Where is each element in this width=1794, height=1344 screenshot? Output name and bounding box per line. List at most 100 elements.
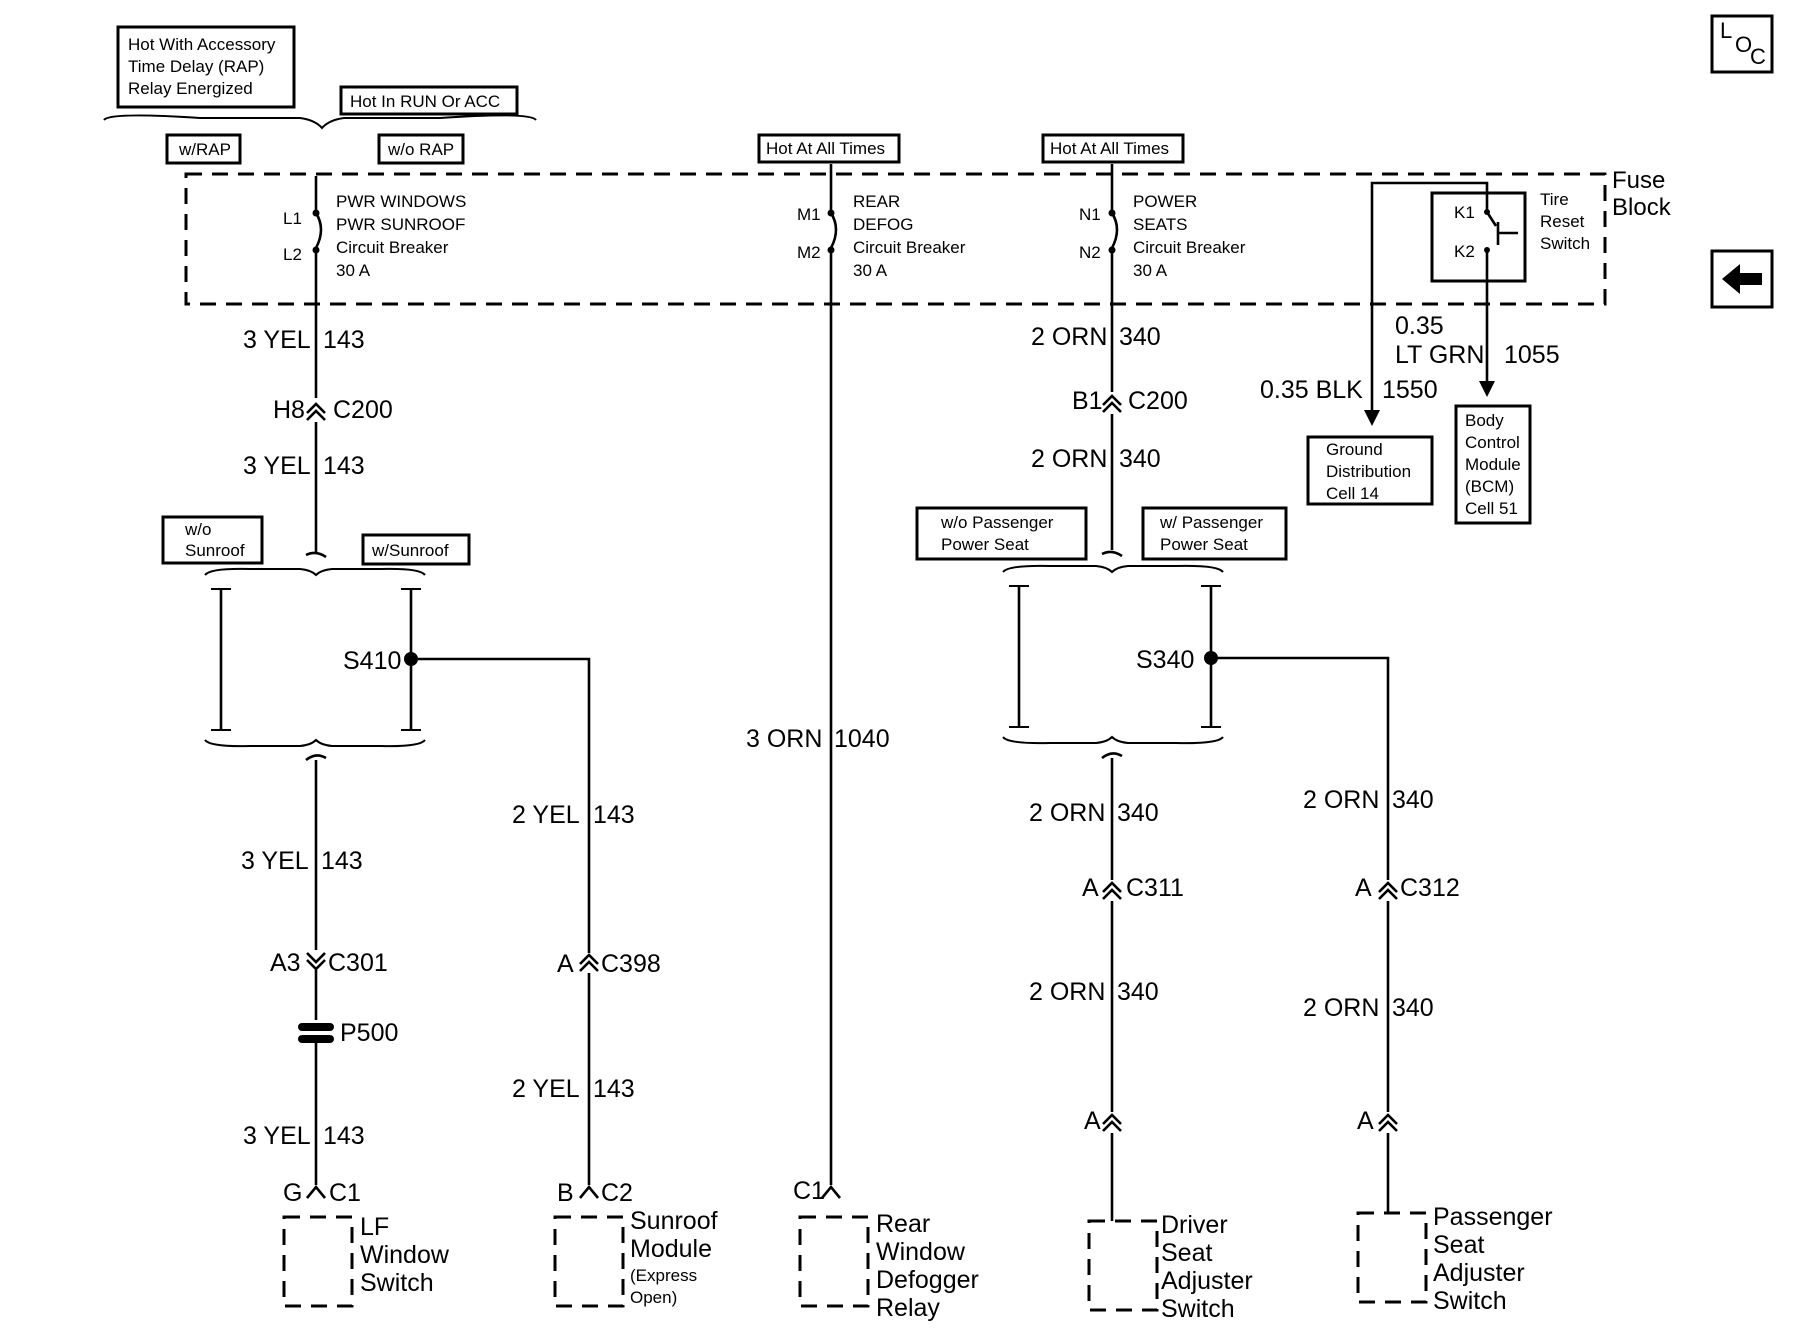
driver-line-2: Seat xyxy=(1161,1239,1212,1267)
header-brace xyxy=(103,114,537,130)
c311-name: C311 xyxy=(1126,874,1184,902)
tire-switch-k1-label: K1 xyxy=(1454,203,1475,222)
pass-wire-2-circuit: 340 xyxy=(1392,994,1434,1022)
wo-sunroof-bypass-caps xyxy=(211,588,231,731)
ground-arrow-icon xyxy=(1364,410,1380,426)
c200-right-name: C200 xyxy=(1128,387,1188,415)
driver-wire-start xyxy=(1101,752,1123,760)
passenger-seat-switch-box xyxy=(1356,1211,1428,1304)
cb3-line-4: 30 A xyxy=(1133,261,1168,280)
sunroof-line-3: (Express xyxy=(630,1266,697,1285)
c311-connector-icon xyxy=(1102,881,1122,900)
p500-connector-icon xyxy=(298,1023,334,1031)
defog-connector-icon xyxy=(820,1184,842,1199)
pass-line-4: Switch xyxy=(1433,1287,1507,1315)
cb2-line-1: REAR xyxy=(853,192,900,211)
bcm-box-line-3: Module xyxy=(1465,455,1521,474)
hot-all-times-box-1 xyxy=(757,133,901,164)
bcm-arrow-icon xyxy=(1479,381,1495,397)
wo-rap-box xyxy=(377,133,465,165)
hot-run-acc-label: Hot In RUN Or ACC xyxy=(350,92,500,111)
p500-connector-icon-lower xyxy=(298,1035,334,1043)
lf-window-line-2: Window xyxy=(360,1241,450,1269)
rap-box-line-3: Relay Energized xyxy=(128,79,253,98)
rap-box-line-2: Time Delay (RAP) xyxy=(128,57,264,76)
bcm-box xyxy=(1454,404,1532,525)
defog-line-3: Defogger xyxy=(876,1266,979,1294)
ground-box-line-1: Ground xyxy=(1326,440,1383,459)
cb1-line-4: 30 A xyxy=(336,261,371,280)
lf-window-line-3: Switch xyxy=(360,1269,434,1297)
driver-wire-2-circuit: 340 xyxy=(1117,978,1159,1006)
c398-name: C398 xyxy=(601,950,661,978)
w-sunroof-label: w/Sunroof xyxy=(371,541,449,560)
ground-wire-circuit: 1550 xyxy=(1382,376,1438,404)
left-top-brace xyxy=(204,567,426,577)
left-wire-4-circuit: 143 xyxy=(323,1122,365,1150)
bcm-box-line-5: Cell 51 xyxy=(1465,499,1518,518)
wo-pass-line-1: w/o Passenger xyxy=(940,513,1054,532)
cb1-line-1: PWR WINDOWS xyxy=(336,192,466,211)
w-sunroof-feed-caps xyxy=(401,588,421,731)
seat-wire-1-circuit: 340 xyxy=(1119,323,1161,351)
sunroof-module-box xyxy=(553,1215,625,1308)
passenger-wire-1 xyxy=(1218,656,1390,880)
sunroof-wire-1 xyxy=(418,657,591,953)
cb3-pin-top-label: N1 xyxy=(1079,205,1101,224)
c301-pin: A3 xyxy=(270,949,301,977)
pass-line-2: Seat xyxy=(1433,1231,1484,1259)
w-rap-label: w/RAP xyxy=(178,140,231,159)
sunroof-connector-icon xyxy=(578,1184,600,1199)
driver-line-1: Driver xyxy=(1161,1211,1228,1239)
wo-sunroof-box xyxy=(161,515,264,565)
c200-left-name: C200 xyxy=(333,396,393,424)
left-wire-2-circuit: 143 xyxy=(323,452,365,480)
driver-wire-1-circuit: 340 xyxy=(1117,799,1159,827)
w-passenger-feed-caps xyxy=(1201,585,1221,728)
location-button[interactable]: L O C xyxy=(1710,14,1774,74)
loc-letter-l: L xyxy=(1720,18,1732,43)
defog-line-1: Rear xyxy=(876,1210,930,1238)
back-button[interactable] xyxy=(1710,249,1774,309)
passenger-connector-icon xyxy=(1378,1113,1398,1132)
defog-conn: C1 xyxy=(793,1177,825,1205)
w-passenger-seat-box xyxy=(1141,506,1288,561)
ground-wire-size: 0.35 BLK xyxy=(1260,376,1363,404)
c398-pin: A xyxy=(557,950,574,978)
driver-wire-2-color: 2 ORN xyxy=(1029,978,1105,1006)
ground-box-line-2: Distribution xyxy=(1326,462,1411,481)
seat-wire-2-circuit: 340 xyxy=(1119,445,1161,473)
sunroof-line-1: Sunroof xyxy=(630,1207,718,1235)
sunroof-wire-2-color: 2 YEL xyxy=(512,1075,580,1103)
bcm-box-line-2: Control xyxy=(1465,433,1520,452)
c311-pin: A xyxy=(1082,874,1099,902)
left-wire-1-circuit: 143 xyxy=(323,326,365,354)
driver-line-3: Adjuster xyxy=(1161,1267,1253,1295)
sunroof-line-2: Module xyxy=(630,1235,712,1263)
ground-distribution-box xyxy=(1306,435,1434,506)
hot-run-acc-box xyxy=(339,85,519,116)
lf-window-switch-box xyxy=(282,1215,354,1308)
left-wire-3-start xyxy=(305,754,327,762)
cb3-line-3: Circuit Breaker xyxy=(1133,238,1246,257)
cb2-pin-bottom-label: M2 xyxy=(797,243,821,262)
cb3-line-1: POWER xyxy=(1133,192,1197,211)
cb3-breaker-symbol xyxy=(1110,212,1119,249)
loc-letter-c: C xyxy=(1750,44,1766,69)
bcm-wire-size: 0.35 xyxy=(1395,312,1444,340)
pass-line-3: Adjuster xyxy=(1433,1259,1525,1287)
defog-line-4: Relay xyxy=(876,1294,940,1322)
s340-label: S340 xyxy=(1136,646,1194,674)
sunroof-wire-1-color: 2 YEL xyxy=(512,801,580,829)
c200-left-connector-icon xyxy=(306,402,326,421)
sunroof-wire-2-circuit: 143 xyxy=(593,1075,635,1103)
loc-letter-o: O xyxy=(1735,32,1752,57)
left-wire-3-color: 3 YEL xyxy=(241,847,309,875)
rap-box xyxy=(116,25,296,109)
fuse-block-label-1: Fuse xyxy=(1612,167,1665,194)
pass-wire-2-color: 2 ORN xyxy=(1303,994,1379,1022)
c200-right-connector-icon xyxy=(1102,394,1122,413)
cb2-line-2: DEFOG xyxy=(853,215,913,234)
cb1-pin-top-label: L1 xyxy=(283,209,302,228)
